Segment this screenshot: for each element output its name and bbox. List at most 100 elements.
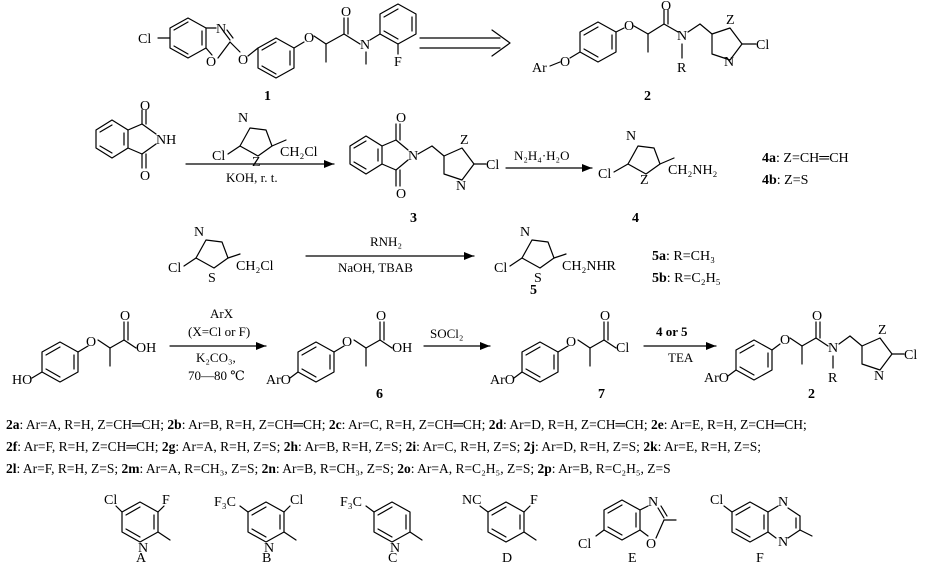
legend-compound-definition: : Ar=B, R=C₂H₅, Z=S xyxy=(551,461,671,476)
svg-text:5b: R=C₂H₅: 5b: R=C₂H₅ xyxy=(652,271,721,286)
svg-text:F₃C: F₃C xyxy=(340,495,362,510)
svg-text:O: O xyxy=(396,111,406,126)
legend-compound-definition: : Ar=E, R=H, Z=S; xyxy=(657,439,762,454)
svg-text:N: N xyxy=(874,369,884,384)
svg-text:CH₂Cl: CH₂Cl xyxy=(236,259,274,274)
reagent-chloromethyl-heteroaryl: Cl N Z CH₂Cl xyxy=(212,111,318,170)
legend-compound-id: 2f xyxy=(6,439,18,454)
compound-6-structure: ArO O O OH 6 xyxy=(266,309,412,402)
svg-text:Cl: Cl xyxy=(168,261,181,276)
aryl-fragment-C: F₃C N C xyxy=(340,495,423,566)
svg-text:N: N xyxy=(238,111,248,126)
svg-text:O: O xyxy=(560,55,570,70)
svg-text:N: N xyxy=(216,22,226,37)
svg-text:N: N xyxy=(138,541,148,556)
svg-text:Cl: Cl xyxy=(904,348,917,363)
svg-text:Cl: Cl xyxy=(212,149,225,164)
compound-3-label: 3 xyxy=(410,211,417,226)
compound-7-structure: ArO O O Cl 7 xyxy=(490,309,629,402)
svg-text:CH₂NH₂: CH₂NH₂ xyxy=(668,163,718,178)
svg-text:4b: Z=S: 4b: Z=S xyxy=(762,173,808,188)
svg-text:TEA: TEA xyxy=(668,350,694,365)
reaction-arrow-5: SOCl₂ xyxy=(423,326,491,350)
compound-4-label: 4 xyxy=(632,211,639,226)
svg-text:NH: NH xyxy=(156,133,176,148)
compound-5-label: 5 xyxy=(530,283,537,298)
svg-text:ArO: ArO xyxy=(704,371,729,386)
svg-text:O: O xyxy=(396,187,406,202)
svg-text:S: S xyxy=(208,271,216,286)
svg-text:N: N xyxy=(408,149,418,164)
svg-text:SOCl₂: SOCl₂ xyxy=(430,326,463,341)
aryl-label-A: A xyxy=(136,551,147,566)
svg-text:Cl: Cl xyxy=(578,537,591,552)
svg-text:O: O xyxy=(341,5,351,20)
svg-text:Cl: Cl xyxy=(290,493,303,508)
legend-compound-definition: : Ar=A, R=H, Z=S; xyxy=(175,439,284,454)
svg-text:Cl: Cl xyxy=(486,158,499,173)
aryl-fragment-F: Cl N N F xyxy=(710,493,813,566)
svg-text:ArX: ArX xyxy=(210,306,234,321)
svg-text:4a: Z=CH═CH: 4a: Z=CH═CH xyxy=(762,151,849,166)
compound-1-structure: Cl N O O O O N F 1 xyxy=(138,3,417,104)
svg-text:O: O xyxy=(600,309,610,324)
legend-compound-id: 2a xyxy=(6,417,20,432)
svg-text:N: N xyxy=(264,541,274,556)
svg-text:R: R xyxy=(677,61,687,76)
legend-compound-id: 2j xyxy=(523,439,535,454)
svg-text:ArO: ArO xyxy=(266,373,291,388)
svg-text:O: O xyxy=(780,333,790,348)
aryl-label-B: B xyxy=(262,551,271,566)
svg-text:CH₂NHR: CH₂NHR xyxy=(562,259,617,274)
svg-text:N: N xyxy=(390,541,400,556)
legend-compound-id: 2e xyxy=(650,417,664,432)
svg-text:CH₂Cl: CH₂Cl xyxy=(280,145,318,160)
svg-text:Z: Z xyxy=(726,13,735,28)
legend-compound-id: 2l xyxy=(6,461,17,476)
compound-5-structure: Cl N S CH₂NHR 5 xyxy=(494,225,617,298)
svg-text:KOH, r. t.: KOH, r. t. xyxy=(226,170,278,185)
reaction-arrow-2: N₂H₄·H₂O xyxy=(505,148,593,172)
svg-text:Cl: Cl xyxy=(598,167,611,182)
compound-6-label: 6 xyxy=(376,387,383,402)
svg-text:N: N xyxy=(456,179,466,194)
legend-compound-id: 2h xyxy=(283,439,298,454)
svg-text:5a: R=CH₃: 5a: R=CH₃ xyxy=(652,249,715,264)
compound-1-label: 1 xyxy=(264,89,271,104)
legend-compound-definition: : Ar=E, R=H, Z=CH═CH; xyxy=(663,417,807,432)
compound-legend-line-2: 2f: Ar=F, R=H, Z=CH═CH; 2g: Ar=A, R=H, Z… xyxy=(6,436,931,458)
svg-text:N: N xyxy=(626,129,636,144)
svg-text:HO: HO xyxy=(12,373,32,388)
svg-text:O: O xyxy=(120,309,130,324)
compound-legend-line-3: 2l: Ar=F, R=H, Z=S; 2m: Ar=A, R=CH₃, Z=S… xyxy=(6,458,931,480)
legend-compound-definition: : Ar=B, R=H, Z=CH═CH; xyxy=(181,417,329,432)
svg-text:N: N xyxy=(648,495,658,510)
legend-compound-definition: : Ar=A, R=C₂H₅, Z=S; xyxy=(410,461,538,476)
svg-text:O: O xyxy=(376,309,386,324)
svg-text:ArO: ArO xyxy=(490,373,515,388)
svg-text:RNH₂: RNH₂ xyxy=(370,234,402,249)
legend-compound-definition: : Ar=A, R=CH₃, Z=S; xyxy=(139,461,262,476)
svg-text:NC: NC xyxy=(462,493,481,508)
legend-compound-definition: : Ar=F, R=H, Z=CH═CH; xyxy=(17,439,162,454)
svg-text:Cl: Cl xyxy=(104,493,117,508)
phthalimide-structure: O O NH xyxy=(95,99,176,184)
legend-compound-definition: : Ar=D, R=H, Z=S; xyxy=(534,439,644,454)
retrosynthesis-arrow xyxy=(419,29,511,57)
svg-text:N₂H₄·H₂O: N₂H₄·H₂O xyxy=(514,148,569,163)
chloromethyl-thiazole-structure: Cl N S CH₂Cl xyxy=(168,225,274,286)
svg-text:N: N xyxy=(677,29,687,44)
svg-text:O: O xyxy=(206,55,216,70)
legend-compound-definition: : Ar=B, R=CH₃, Z=S; xyxy=(275,461,398,476)
svg-text:OH: OH xyxy=(392,341,412,356)
aryl-fragment-B: F₃C Cl N B xyxy=(214,493,303,566)
legend-compound-id: 2d xyxy=(488,417,504,432)
svg-text:N: N xyxy=(360,38,370,53)
svg-text:R: R xyxy=(828,371,838,386)
compound-legend-line-1: 2a: Ar=A, R=H, Z=CH═CH; 2b: Ar=B, R=H, Z… xyxy=(6,414,931,436)
legend-compound-id: 2g xyxy=(161,439,176,454)
legend-compound-definition: : Ar=D, R=H, Z=CH═CH; xyxy=(503,417,651,432)
compound-2-label: 2 xyxy=(644,89,651,104)
legend-compound-definition: : Ar=F, R=H, Z=S; xyxy=(16,461,122,476)
